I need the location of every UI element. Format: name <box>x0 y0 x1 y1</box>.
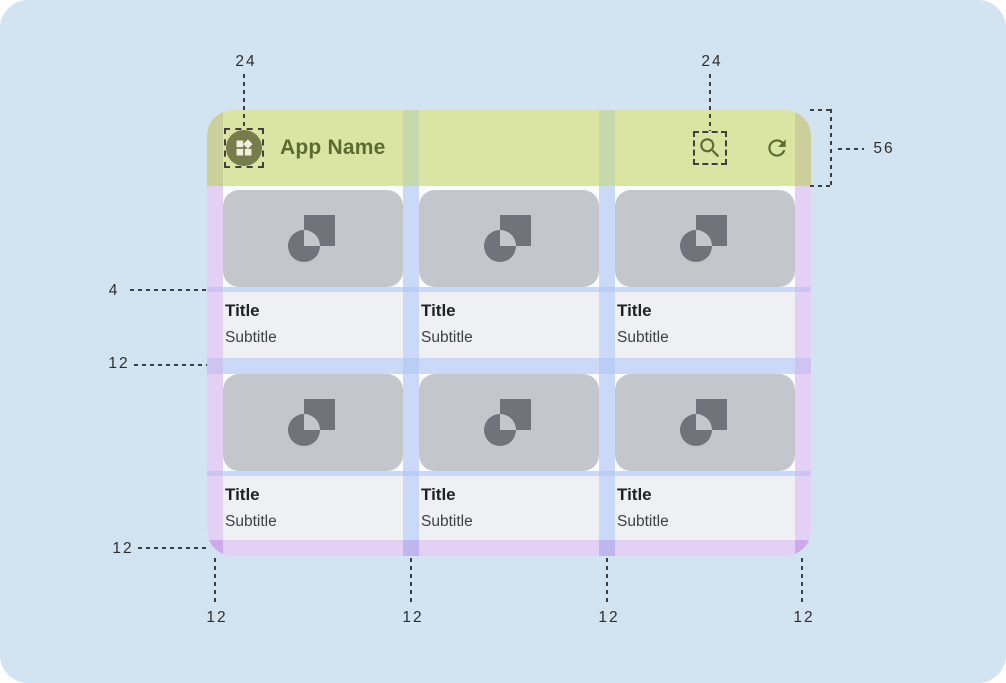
card-title: Title <box>421 485 456 504</box>
card-image[interactable] <box>615 374 795 471</box>
overlay-strip <box>599 358 615 374</box>
image-placeholder-icon <box>484 398 531 446</box>
overlay-strip <box>599 471 615 476</box>
overlay-strip <box>599 292 615 358</box>
card-subtitle: Subtitle <box>617 329 669 346</box>
dimension-label-row-gap: 12 <box>108 355 130 372</box>
card-title: Title <box>225 301 260 320</box>
overlay-strip <box>795 374 811 471</box>
overlay-strip <box>403 471 419 476</box>
card-subtitle: Subtitle <box>225 329 277 346</box>
overlay-strip <box>795 476 811 540</box>
card-text[interactable]: Title Subtitle <box>419 476 599 540</box>
overlay-strip <box>403 186 419 287</box>
dimension-label-image-text-gap: 4 <box>108 282 120 299</box>
image-placeholder-icon <box>288 214 335 262</box>
card-subtitle: Subtitle <box>617 513 669 530</box>
app-layout-mockup: App Name Title Subtitle Title Subtitle T… <box>207 110 811 556</box>
overlay-strip <box>403 292 419 358</box>
refresh-icon[interactable] <box>764 135 790 161</box>
dimension-label-margin-right: 12 <box>793 609 815 626</box>
dimension-line <box>130 289 207 291</box>
dimension-line <box>243 74 245 128</box>
dimension-line <box>606 558 608 603</box>
overlay-strip <box>403 374 419 471</box>
dimension-label-bottom-margin: 12 <box>112 540 134 557</box>
overlay-strip <box>795 540 811 556</box>
overlay-strip <box>795 471 811 476</box>
dimension-label-gutter-1: 12 <box>402 609 424 626</box>
app-title: App Name <box>280 136 386 159</box>
image-placeholder-icon <box>680 398 727 446</box>
overlay-strip <box>403 358 419 374</box>
card-text[interactable]: Title Subtitle <box>223 292 403 358</box>
overlay-strip <box>207 374 223 471</box>
overlay-strip <box>207 476 223 540</box>
image-placeholder-icon <box>484 214 531 262</box>
image-placeholder-icon <box>288 398 335 446</box>
card-text[interactable]: Title Subtitle <box>223 476 403 540</box>
card-image[interactable] <box>223 374 403 471</box>
overlay-strip <box>207 358 223 374</box>
overlay-strip <box>207 471 223 476</box>
card-image[interactable] <box>615 190 795 287</box>
card-title: Title <box>421 301 456 320</box>
overlay-strip <box>207 292 223 358</box>
dimension-line <box>138 547 207 549</box>
overlay-strip <box>599 287 615 292</box>
card-subtitle: Subtitle <box>225 513 277 530</box>
overlay-strip <box>207 540 223 556</box>
dimension-line <box>410 558 412 603</box>
card-image[interactable] <box>419 190 599 287</box>
card-subtitle: Subtitle <box>421 329 473 346</box>
card-image[interactable] <box>419 374 599 471</box>
card-image[interactable] <box>223 190 403 287</box>
overlay-strip <box>207 358 811 374</box>
card-text[interactable]: Title Subtitle <box>615 292 795 358</box>
overlay-strip <box>599 374 615 471</box>
card-title: Title <box>225 485 260 504</box>
dimension-label-margin-left: 12 <box>206 609 228 626</box>
image-placeholder-icon <box>680 214 727 262</box>
overlay-strip <box>795 186 811 287</box>
search-icon[interactable] <box>697 135 723 161</box>
dimension-line <box>830 109 832 187</box>
overlay-strip <box>599 476 615 540</box>
overlay-strip <box>403 287 419 292</box>
overlay-strip <box>599 540 615 556</box>
dimension-label-leading-icon: 24 <box>235 53 257 70</box>
card-title: Title <box>617 301 652 320</box>
dimension-line <box>801 558 803 603</box>
card-text[interactable]: Title Subtitle <box>615 476 795 540</box>
card-title: Title <box>617 485 652 504</box>
overlay-strip <box>207 186 223 287</box>
dimension-label-gutter-2: 12 <box>598 609 620 626</box>
dimension-line <box>810 109 832 111</box>
overlay-strip <box>207 540 811 556</box>
overlay-strip <box>207 287 223 292</box>
card-text[interactable]: Title Subtitle <box>419 292 599 358</box>
widgets-icon[interactable] <box>226 130 262 166</box>
dimension-line <box>214 558 216 603</box>
dimension-line <box>709 74 711 131</box>
dimension-label-search-icon: 24 <box>701 53 723 70</box>
overlay-strip <box>599 186 615 287</box>
overlay-strip <box>795 287 811 292</box>
overlay-strip <box>403 476 419 540</box>
dimension-line <box>838 148 864 150</box>
overlay-strip <box>403 540 419 556</box>
overlay-strip <box>795 358 811 374</box>
card-subtitle: Subtitle <box>421 513 473 530</box>
icon-bounds-box <box>693 131 727 165</box>
icon-bounds-box <box>224 128 264 168</box>
dimension-label-appbar-height: 56 <box>873 140 895 157</box>
dimension-line <box>134 364 207 366</box>
dimension-line <box>810 185 832 187</box>
overlay-strip <box>795 292 811 358</box>
